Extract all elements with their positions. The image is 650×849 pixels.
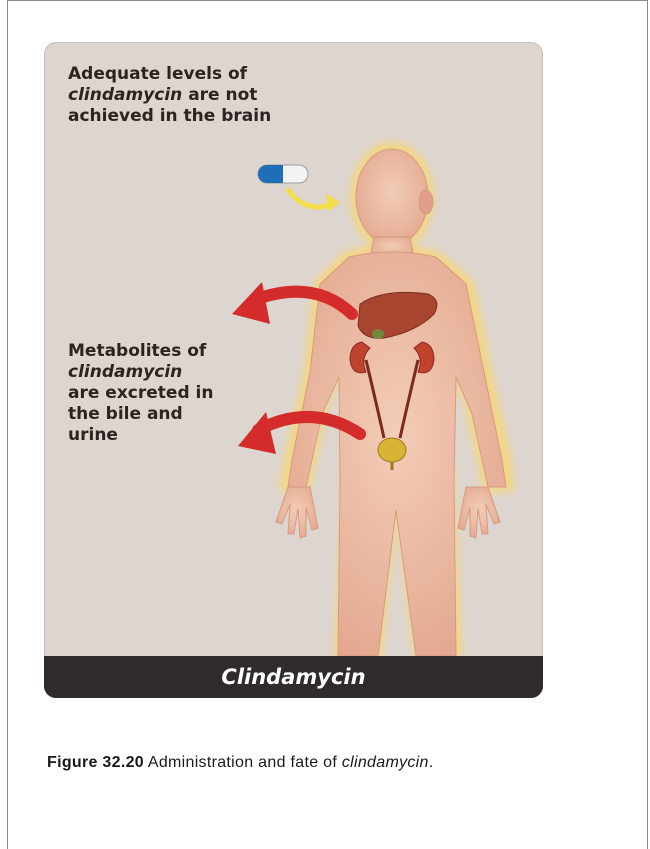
brain-callout: Adequate levels of clindamycin are not a… <box>68 64 368 127</box>
ear <box>419 190 433 214</box>
bile-excretion-arrow-head <box>232 282 270 324</box>
figure-panel: Adequate levels of clindamycin are not a… <box>44 42 543 698</box>
human-body <box>276 149 506 656</box>
brain-callout-drug: clindamycin <box>68 85 182 105</box>
head <box>356 149 428 245</box>
excretion-callout: Metabolites of clindamycin are excreted … <box>68 341 258 446</box>
panel-footer: Clindamycin <box>44 656 543 698</box>
figure-label: Figure 32.20 <box>47 754 144 771</box>
caption-text: Administration and fate of <box>144 754 342 771</box>
capsule-icon <box>258 165 308 183</box>
caption-end: . <box>429 754 434 771</box>
excretion-callout-drug: clindamycin <box>68 362 182 382</box>
left-hand <box>276 487 318 538</box>
excretion-callout-line4: the bile and <box>68 404 183 424</box>
brain-callout-line1: Adequate levels of <box>68 64 247 84</box>
right-hand <box>458 487 500 538</box>
excretion-callout-line3: are excreted in <box>68 383 213 403</box>
panel-footer-title: Clindamycin <box>221 665 365 689</box>
brain-callout-line3: achieved in the brain <box>68 106 271 126</box>
bladder <box>378 438 406 462</box>
caption-drug: clindamycin <box>342 754 429 771</box>
administration-arrow <box>288 190 332 207</box>
excretion-callout-line1: Metabolites of <box>68 341 206 361</box>
gallbladder <box>372 329 384 339</box>
excretion-callout-line5: urine <box>68 425 118 445</box>
administration-arrow-head <box>326 194 340 212</box>
figure-caption: Figure 32.20 Administration and fate of … <box>47 754 627 772</box>
brain-callout-line2: are not <box>182 85 257 105</box>
